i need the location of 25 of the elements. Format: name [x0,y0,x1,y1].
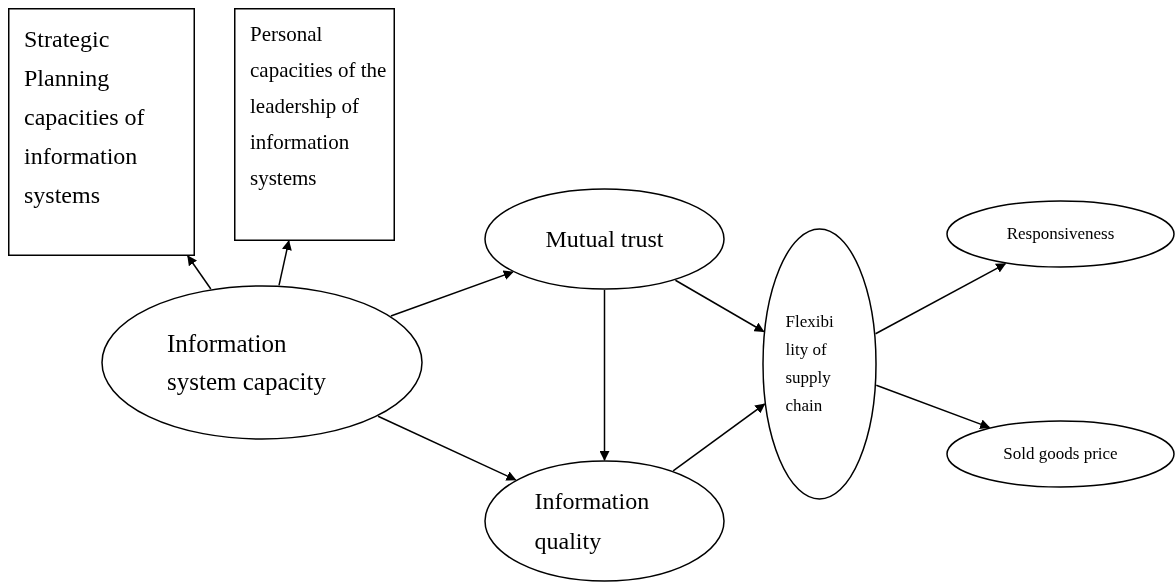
node-label: Responsiveness [1006,223,1115,246]
node-label: Flexibi lity of supply chain [785,311,835,417]
arrow [875,384,991,429]
node-label: Information system capacity [167,328,327,397]
arrow [599,289,610,461]
concept-ellipse [101,285,423,440]
arrow [187,255,212,290]
node-label: Personal capacities of the leadership of information systems [250,21,388,192]
concept-box [8,8,195,256]
arrow [377,415,517,481]
node-label: Strategic Planning capacities of information systems [24,25,146,210]
node-label: Sold goods price [1003,443,1118,466]
concept-ellipse [946,420,1175,488]
node-label: Information quality [534,487,651,556]
arrow [874,263,1007,335]
concept-ellipse [484,188,725,290]
node-label: Mutual trust [545,225,664,254]
concept-ellipse [484,460,725,582]
concept-box [234,8,395,241]
concept-ellipse [762,228,877,500]
concept-ellipse [946,200,1175,268]
arrow [278,240,292,287]
arrow [672,403,766,472]
arrow [674,279,765,333]
arrow [390,270,514,317]
